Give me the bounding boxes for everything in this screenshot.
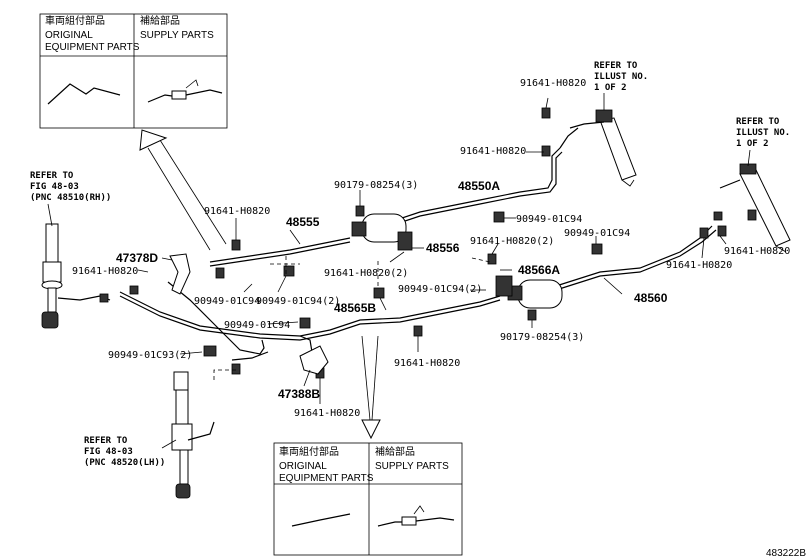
label-48555: 48555 (286, 215, 320, 229)
label-91641-r2: 91641-H0820 (666, 260, 732, 271)
svg-text:REFER TO: REFER TO (30, 171, 74, 181)
svg-text:1 OF 2: 1 OF 2 (736, 139, 769, 149)
shock-lh (171, 371, 215, 499)
shock-upper-right (569, 109, 637, 187)
inset-top-original-jp: 車両組付部品 (45, 14, 105, 27)
label-90949-c94-c: 90949-01C94 (224, 320, 290, 331)
pipe-48550A (371, 127, 579, 233)
svg-text:REFER TO: REFER TO (594, 61, 638, 71)
arrow-to-top-inset (139, 129, 227, 251)
shock-rh (41, 223, 111, 329)
svg-text:FIG 48-03: FIG 48-03 (30, 182, 79, 192)
label-47378D: 47378D (116, 251, 158, 265)
inset-bottom-supply-en: SUPPLY PARTS (375, 461, 449, 472)
label-91641-bot2: 91641-H0820 (294, 408, 360, 419)
inset-bottom-original-line1: ORIGINAL (279, 461, 327, 472)
label-90949-c94-r: 90949-01C94 (564, 228, 630, 239)
label-91641-2b: 91641-H0820(2) (324, 268, 408, 279)
arrow-to-bottom-inset (361, 335, 381, 440)
accumulator-48556 (351, 213, 413, 251)
refer-illust-top: REFER TO ILLUST NO. 1 OF 2 (594, 61, 648, 110)
svg-text:FIG 48-03: FIG 48-03 (84, 447, 133, 457)
label-90949-c94-a: 90949-01C94 (516, 214, 582, 225)
pipe-48555 (209, 237, 351, 267)
original-pipe-drawing (47, 83, 121, 105)
label-91641-mid: 91641-H0820 (460, 146, 526, 157)
inset-top-supply-jp: 補給部品 (140, 14, 180, 27)
label-48566A: 48566A (518, 263, 560, 277)
label-91641-bot: 91641-H0820 (394, 358, 460, 369)
inset-bottom-supply-jp: 補給部品 (375, 445, 415, 458)
label-91641-left2: 91641-H0820 (72, 266, 138, 277)
svg-text:REFER TO: REFER TO (84, 436, 128, 446)
bracket-47388B (299, 345, 329, 375)
label-90949-c94-b: 90949-01C94 (194, 296, 260, 307)
inset-bottom: 車両組付部品 ORIGINAL EQUIPMENT PARTS 補給部品 SUP… (273, 442, 463, 556)
shock-right (719, 163, 791, 253)
label-48560: 48560 (634, 291, 668, 305)
svg-text:1 OF 2: 1 OF 2 (594, 83, 627, 93)
label-47388B: 47388B (278, 387, 320, 401)
label-91641-left: 91641-H0820 (204, 206, 270, 217)
inset-top: 車両組付部品 ORIGINAL EQUIPMENT PARTS 補給部品 SUP… (39, 13, 228, 129)
part-labels: 91641-H0820 91641-H0820 90179-08254(3) 4… (72, 78, 806, 559)
label-90179-top: 90179-08254(3) (334, 180, 418, 191)
fasteners (99, 107, 757, 379)
svg-text:ILLUST NO.: ILLUST NO. (594, 72, 648, 82)
bracket-47378D (169, 253, 191, 295)
label-91641-2a: 91641-H0820(2) (470, 236, 554, 247)
svg-text:ILLUST NO.: ILLUST NO. (736, 128, 790, 138)
supply-pipe-drawing (147, 94, 173, 103)
label-90949-c94-2b: 90949-01C94(2) (256, 296, 340, 307)
svg-text:REFER TO: REFER TO (736, 117, 780, 127)
inset-bottom-original-line2: EQUIPMENT PARTS (279, 473, 374, 484)
accumulator-48566A (495, 275, 563, 309)
dashed-lines (213, 256, 491, 380)
inset-top-original-line1: ORIGINAL (45, 30, 93, 41)
inset-bottom-original-jp: 車両組付部品 (279, 445, 339, 458)
svg-text:(PNC 48520(LH)): (PNC 48520(LH)) (84, 458, 165, 468)
refer-fig-lh: REFER TO FIG 48-03 (PNC 48520(LH)) (84, 436, 177, 468)
label-48565B: 48565B (334, 301, 376, 315)
inset-top-original-line2: EQUIPMENT PARTS (45, 42, 140, 53)
label-48550A: 48550A (458, 179, 500, 193)
inset-top-supply-en: SUPPLY PARTS (140, 30, 214, 41)
svg-text:(PNC 48510(RH)): (PNC 48510(RH)) (30, 193, 111, 203)
label-90949-c93: 90949-01C93(2) (108, 350, 192, 361)
label-91641-r1: 91641-H0820 (724, 246, 790, 257)
label-48556: 48556 (426, 241, 460, 255)
pipe-48565B (119, 291, 501, 341)
label-91641-top: 91641-H0820 (520, 78, 586, 89)
label-90179-bot: 90179-08254(3) (500, 332, 584, 343)
refer-fig-rh: REFER TO FIG 48-03 (PNC 48510(RH)) (30, 171, 111, 227)
label-90949-c94-2a: 90949-01C94(2) (398, 284, 482, 295)
pipe-left-lower (167, 281, 313, 361)
diagram-id: 483222B (766, 548, 806, 559)
leader-lines (137, 97, 727, 404)
refer-illust-right: REFER TO ILLUST NO. 1 OF 2 (736, 117, 790, 167)
